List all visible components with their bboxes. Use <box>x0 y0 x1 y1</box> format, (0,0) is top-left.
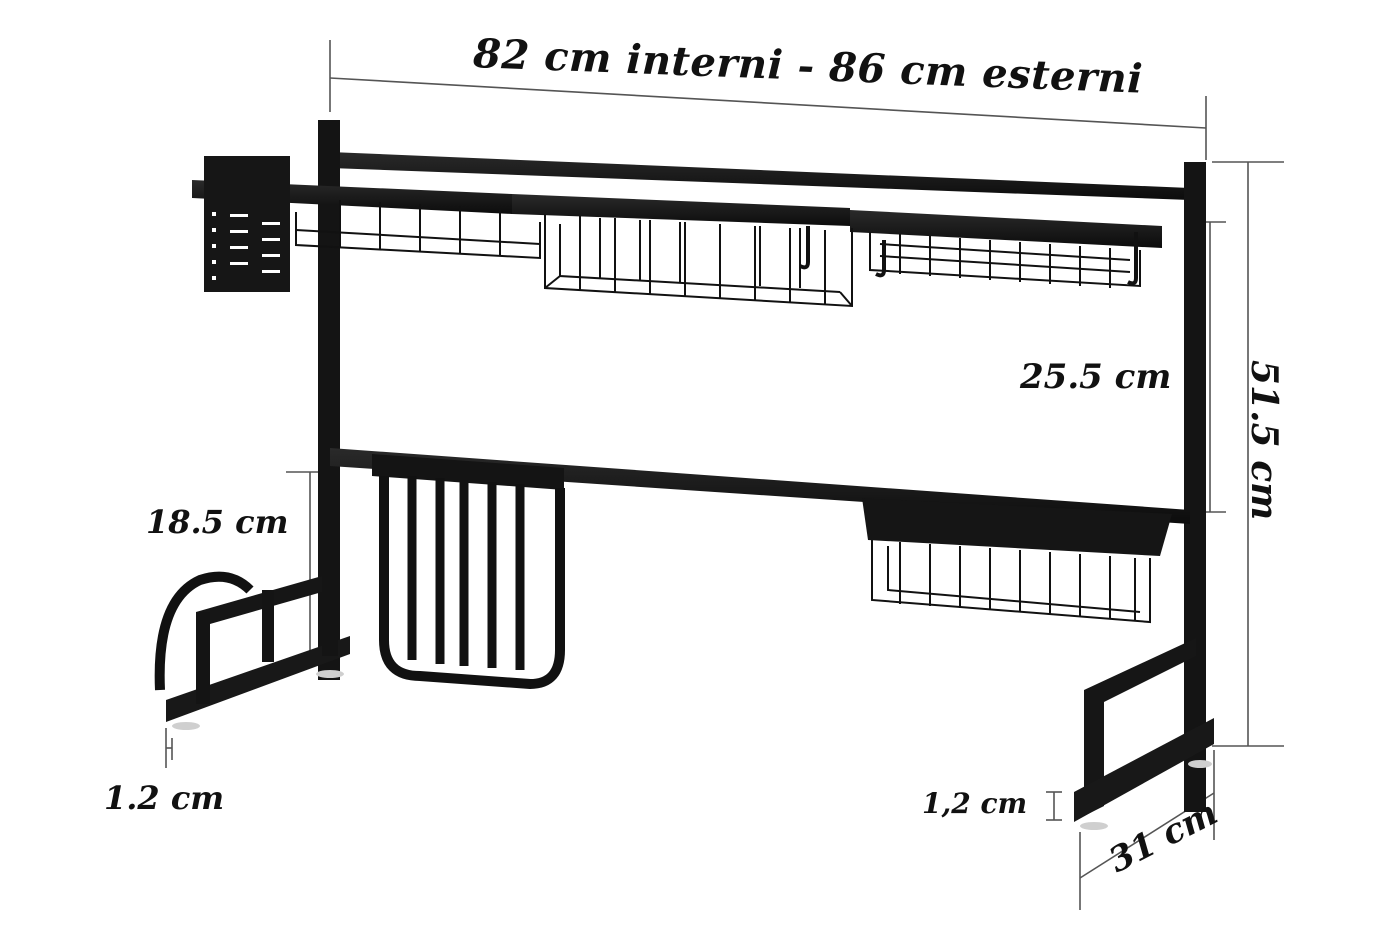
dimension-lines <box>165 40 1284 910</box>
left-foot <box>154 560 350 730</box>
cutting-board-holder <box>372 454 565 690</box>
large-basket <box>544 214 853 308</box>
right-foot-height-label: 1,2 cm <box>922 787 1028 820</box>
lower-height-label: 18.5 cm <box>146 503 289 541</box>
cup-basket <box>869 232 1141 288</box>
utensil-holder <box>204 156 290 292</box>
right-foot <box>1074 638 1214 830</box>
total-height-label: 51.5 cm <box>1243 360 1285 521</box>
hooks <box>799 226 1138 286</box>
plate-basket <box>295 200 541 260</box>
upper-shelf <box>192 120 1206 812</box>
shelf-gap-label: 25.5 cm <box>1020 357 1172 397</box>
lower-shelf <box>330 448 1190 690</box>
left-foot-height-label: 1.2 cm <box>104 779 225 817</box>
side-basket <box>862 498 1172 624</box>
